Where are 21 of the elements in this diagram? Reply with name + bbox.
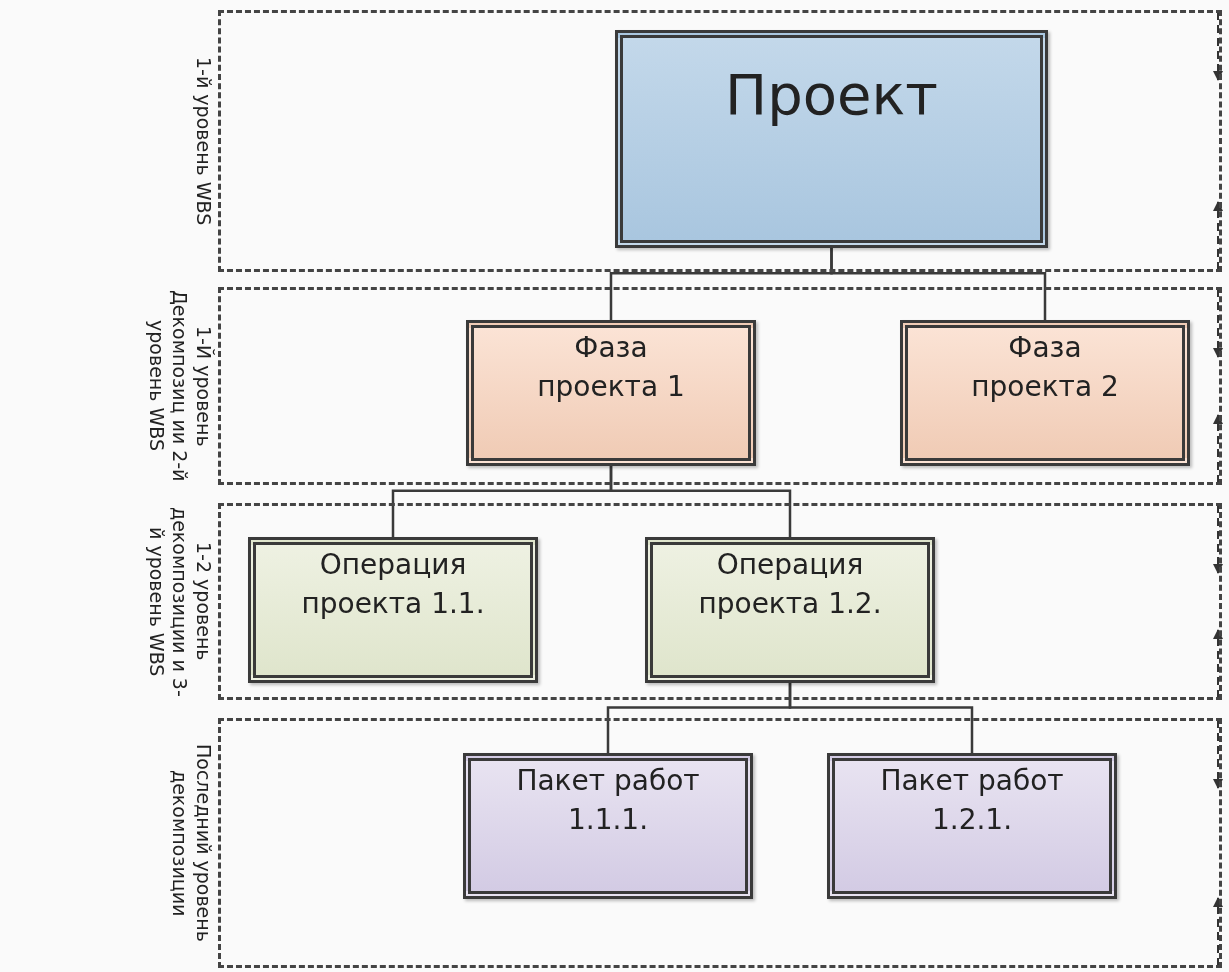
box-label: Пакет работ 1.2.1.: [879, 763, 1065, 839]
connector-line: [830, 248, 1047, 320]
wbs-box: [827, 753, 1117, 899]
box-label: Пакет работ 1.1.1.: [515, 763, 701, 839]
box-label: Фаза проекта 1: [536, 330, 686, 406]
connector-line: [788, 683, 974, 753]
connector-line: [609, 466, 792, 537]
box-label: Проект: [725, 61, 938, 129]
box-label: Операция проекта 1.2.: [697, 547, 883, 623]
box-label: Операция проекта 1.1.: [300, 547, 486, 623]
wbs-box: [466, 320, 756, 466]
level-label: Последний уровень декомпозиции: [168, 743, 215, 944]
level-label: 1-й уровень WBS: [192, 55, 215, 228]
wbs-box: [248, 537, 538, 683]
wbs-box: [615, 30, 1048, 248]
wbs-box: [900, 320, 1190, 466]
wbs-box: [463, 753, 753, 899]
box-label: Фаза проекта 2: [970, 330, 1120, 406]
level-label: 1-2 уровень декомпозиции и 3-й уровень WBS: [144, 506, 215, 697]
level-label: 1-Й уровень Декомпозиц ии 2-й уровень WBS: [144, 290, 215, 482]
wbs-box: [645, 537, 935, 683]
